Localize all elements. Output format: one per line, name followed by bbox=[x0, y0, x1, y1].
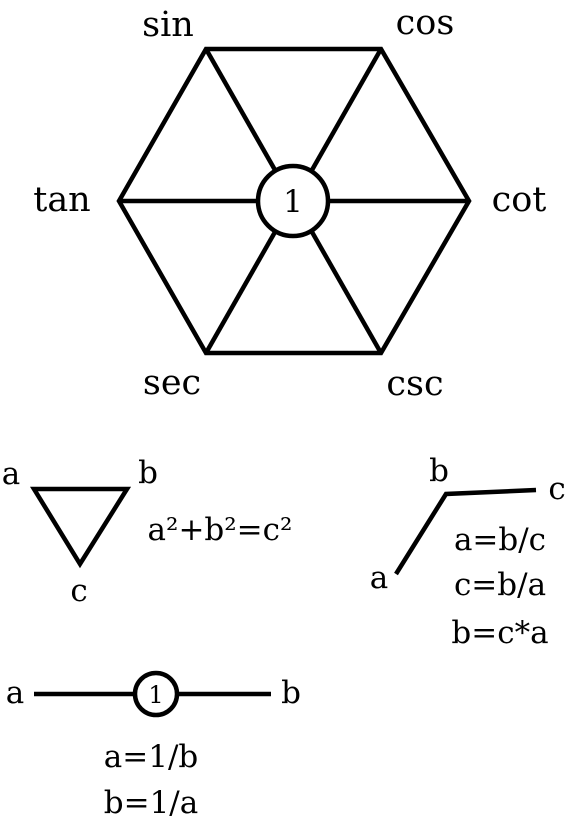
reciprocal-formula-1: a=1/b bbox=[104, 739, 198, 775]
spoke-csc bbox=[310, 230, 383, 355]
trig-hexagon: 1 sin cos tan cot sec csc bbox=[33, 3, 546, 404]
ratio-formula-2: c=b/a bbox=[454, 567, 546, 603]
reciprocal-diagram: 1 a b a=1/b b=1/a bbox=[6, 670, 301, 821]
triangle-shape bbox=[29, 486, 132, 569]
ratio-label-c: c bbox=[548, 471, 565, 507]
spoke-sin bbox=[204, 47, 277, 172]
ratio-formula-3: b=c*a bbox=[451, 615, 548, 651]
ratio-diagram: a b c a=b/c c=b/a b=c*a bbox=[370, 453, 566, 651]
reciprocal-formula-2: b=1/a bbox=[104, 785, 198, 821]
label-tan: tan bbox=[33, 180, 90, 220]
label-csc: csc bbox=[386, 364, 443, 404]
pythagorean-triangle: a b c a²+b²=c² bbox=[2, 455, 293, 609]
reciprocal-center-circle bbox=[132, 670, 180, 718]
hexagon-center-circle bbox=[255, 163, 331, 239]
triangle-label-a: a bbox=[2, 456, 20, 492]
pythagorean-formula: a²+b²=c² bbox=[148, 512, 293, 548]
label-sec: sec bbox=[143, 363, 201, 403]
ratio-label-b: b bbox=[429, 453, 449, 489]
triangle-label-b: b bbox=[138, 455, 158, 491]
ratio-label-a: a bbox=[370, 560, 388, 596]
ratio-formula-1: a=b/c bbox=[454, 522, 546, 558]
reciprocal-label-a: a bbox=[6, 675, 24, 711]
label-cos: cos bbox=[396, 3, 455, 43]
label-cot: cot bbox=[492, 180, 547, 220]
spoke-cos bbox=[310, 47, 383, 172]
label-sin: sin bbox=[142, 5, 194, 45]
reciprocal-center-value: 1 bbox=[148, 681, 163, 709]
reciprocal-label-b: b bbox=[281, 675, 301, 711]
spoke-sec bbox=[204, 230, 277, 355]
triangle-label-c: c bbox=[70, 573, 87, 609]
hexagon-center-value: 1 bbox=[283, 184, 303, 220]
ratio-bent-line bbox=[394, 487, 537, 576]
